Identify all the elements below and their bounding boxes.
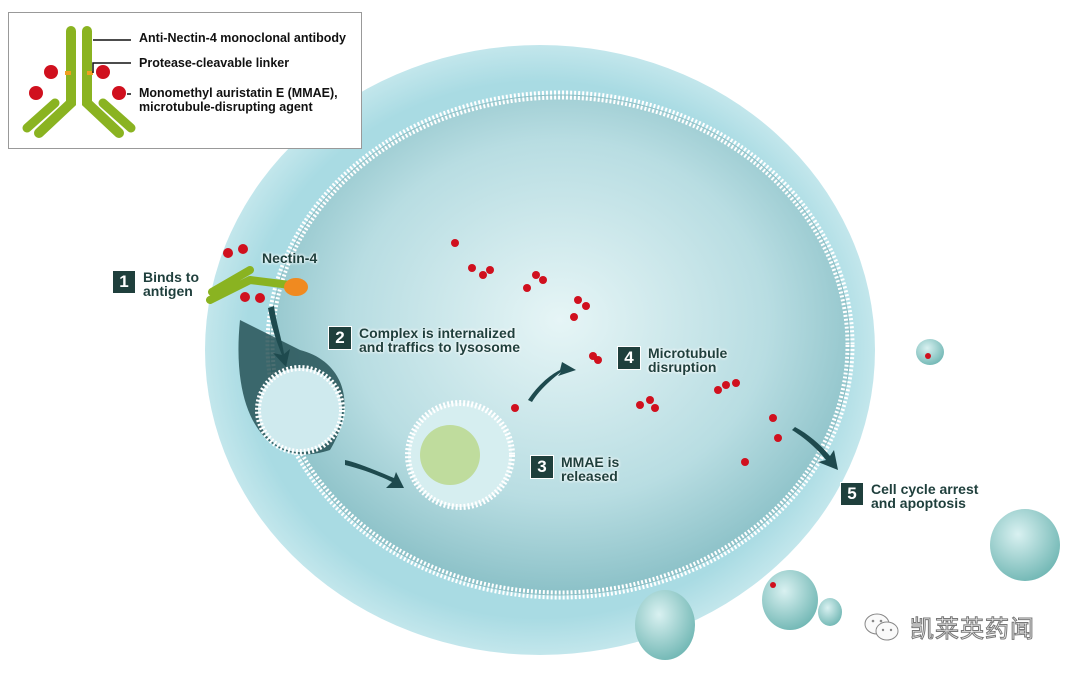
arrow-release (528, 362, 576, 402)
arrow-traffic (345, 460, 404, 488)
legend-box: Anti-Nectin-4 monoclonal antibody Protea… (8, 12, 362, 149)
step-text: Cell cycle arrest (871, 481, 979, 497)
step-text: Binds to (143, 269, 199, 285)
step-number: 4 (617, 346, 641, 370)
arrow-apoptosis (792, 427, 838, 470)
antibody-drug-conjugate-icon (22, 26, 136, 138)
watermark-text: 凯莱英药闻 (910, 616, 1035, 644)
step-text: Microtubule (648, 345, 728, 361)
step-number: 5 (840, 482, 864, 506)
legend-mmae: Monomethyl auristatin E (MMAE), microtub… (139, 86, 338, 114)
lysosome (405, 400, 515, 510)
step-number: 2 (328, 326, 352, 350)
antigen-label: Nectin-4 (262, 250, 318, 266)
wechat-icon (864, 613, 899, 640)
legend-antibody: Anti-Nectin-4 monoclonal antibody (139, 31, 346, 45)
step-text: and traffics to lysosome (359, 339, 521, 355)
step-text: antigen (143, 283, 193, 299)
step-text: and apoptosis (871, 495, 966, 511)
arrow-internalize (268, 306, 290, 367)
step-text: MMAE is (561, 454, 620, 470)
legend-mmae-line2: microtubule-disrupting agent (139, 100, 313, 114)
legend-mmae-line1: Monomethyl auristatin E (MMAE), (139, 86, 338, 100)
bound-antibody (206, 244, 308, 304)
step-text: disruption (648, 359, 717, 375)
arrows (268, 306, 838, 488)
step-text: Complex is internalized (359, 325, 516, 341)
step-number: 3 (530, 455, 554, 479)
step-text: released (561, 468, 618, 484)
cell-outer-membrane (205, 45, 875, 655)
legend-linker: Protease-cleavable linker (139, 56, 290, 70)
watermark: 凯莱英药闻 (862, 609, 1035, 644)
endocytic-invagination (238, 320, 345, 455)
step-number: 1 (112, 270, 136, 294)
mmae-payload-molecules (451, 239, 931, 588)
